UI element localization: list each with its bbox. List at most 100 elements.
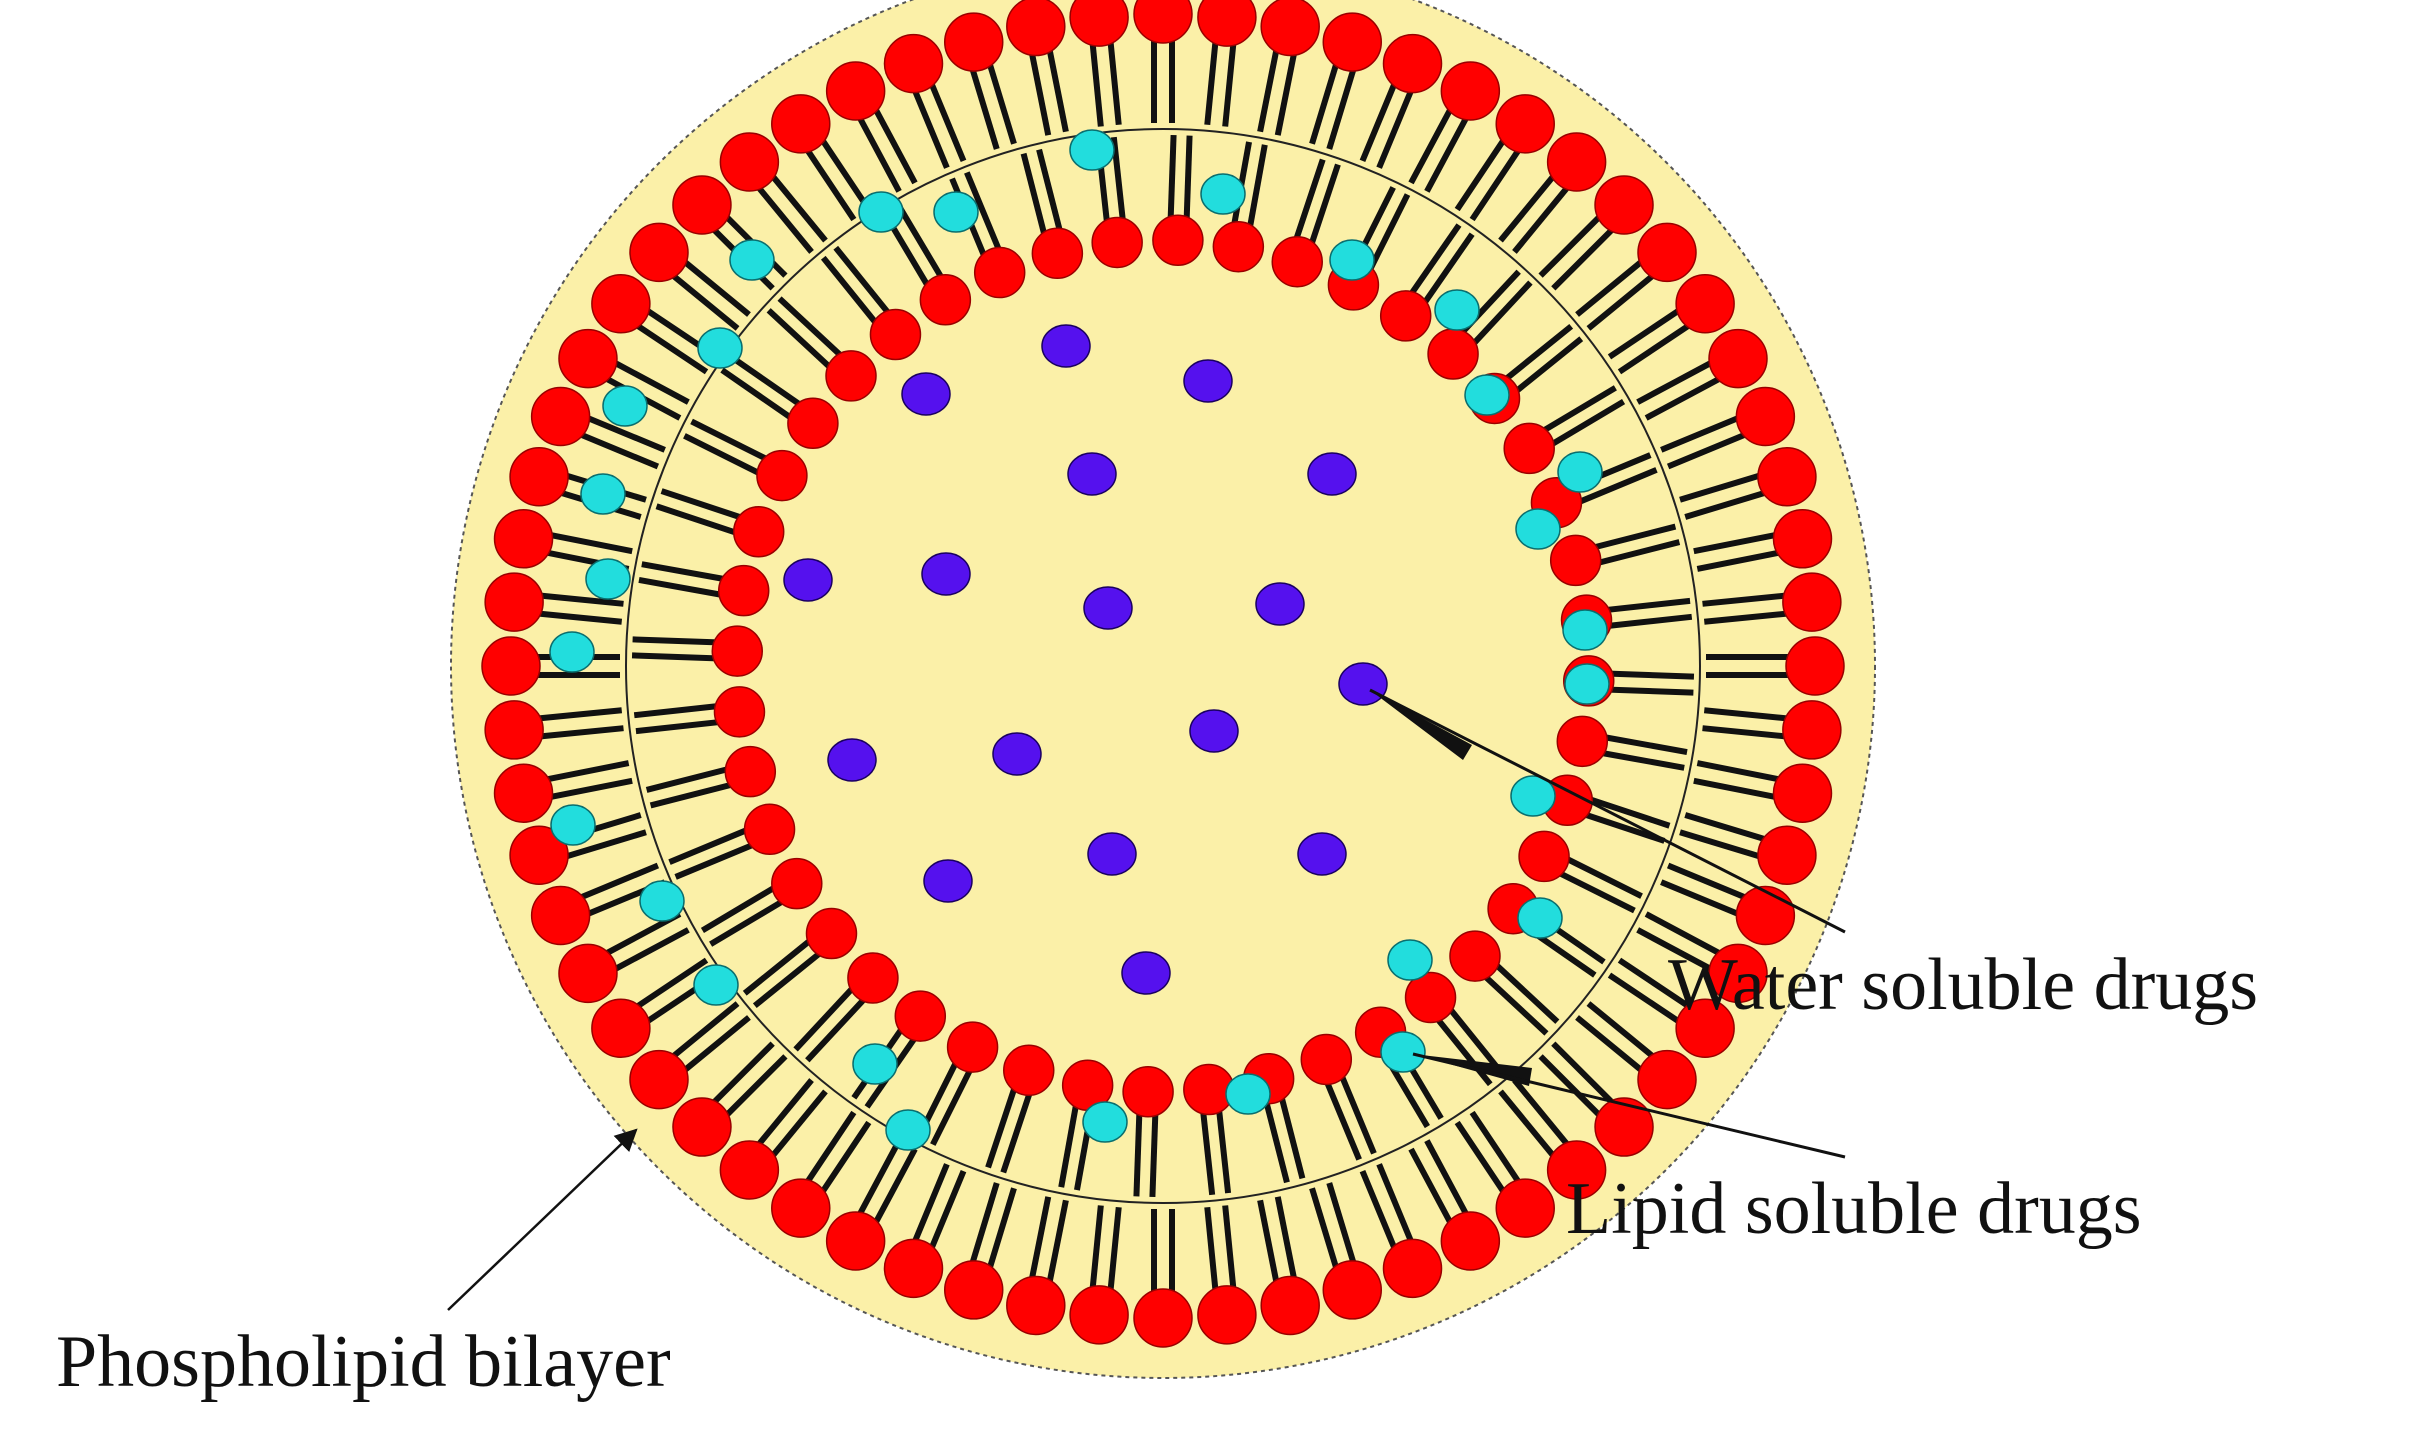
inner-tail-2-1 (1582, 811, 1666, 844)
lipid-soluble-drug-5 (1434, 289, 1480, 331)
lipid-soluble-drug-17 (1510, 775, 1556, 817)
phospholipid-head-outer-38 (591, 274, 651, 334)
lipid-soluble-drug-26 (1082, 1101, 1128, 1143)
water-soluble-drug-14 (1087, 832, 1137, 876)
inner-tail-26-1 (729, 354, 803, 408)
outer-tail-45-0 (968, 64, 1000, 150)
outer-tail-53-1 (1424, 113, 1471, 193)
outer-tail-41-0 (754, 182, 814, 254)
phospholipid-head-outer-17 (1069, 1285, 1129, 1345)
lipid-soluble-drug-12 (580, 473, 626, 515)
phospholipid-head-outer-3 (1757, 825, 1817, 886)
inner-tail-32-1 (1110, 136, 1126, 223)
lipid-soluble-drug-8 (1464, 374, 1510, 416)
inner-tail-27-0 (766, 308, 833, 371)
phospholipid-head-outer-39 (629, 222, 689, 283)
phospholipid-head-inner-24 (732, 506, 785, 558)
water-soluble-drug-10 (827, 738, 877, 782)
outer-tail-55-1 (1512, 182, 1572, 254)
water-soluble-drug-0 (1041, 324, 1091, 368)
inner-tail-43-0 (1605, 597, 1691, 614)
outer-tail-28-1 (576, 862, 660, 902)
outer-tail-25-0 (679, 1015, 751, 1075)
phospholipid-head-inner-26 (787, 397, 839, 450)
outer-tail-61-0 (1679, 471, 1765, 503)
phospholipid-head-outer-50 (1260, 0, 1320, 57)
phospholipid-head-inner-14 (946, 1021, 999, 1073)
inner-tail-33-0 (1167, 134, 1177, 221)
water-soluble-drugs-label: Water soluble drugs (1668, 944, 2259, 1026)
outer-tail-10-0 (1469, 1110, 1523, 1187)
outer-tail-33-0 (534, 610, 623, 625)
phospholipid-head-outer-25 (629, 1049, 689, 1110)
outer-tail-21-1 (855, 1139, 902, 1219)
outer-tail-58-1 (1617, 320, 1694, 375)
phospholipid-head-outer-10 (1495, 1178, 1555, 1238)
lipid-soluble-drug-14 (1562, 609, 1608, 651)
outer-tail-55-0 (1498, 171, 1559, 243)
inner-tail-24-0 (655, 503, 739, 536)
water-soluble-drug-1 (901, 372, 951, 416)
outer-tail-44-1 (927, 79, 967, 163)
outer-tail-57-0 (1575, 257, 1647, 317)
outer-tail-10-1 (1454, 1120, 1509, 1197)
outer-tail-9-1 (1498, 1089, 1559, 1161)
inner-tail-23-0 (638, 577, 724, 598)
phospholipid-head-inner-40 (1503, 422, 1555, 475)
outer-tail-4-1 (1660, 879, 1743, 919)
phospholipid-head-outer-6 (1675, 998, 1735, 1058)
phospholipid-head-outer-18 (1006, 1275, 1066, 1336)
phospholipid-head-outer-58 (1675, 274, 1735, 334)
outer-tail-51-0 (1309, 59, 1341, 145)
water-soluble-drug-11 (992, 732, 1042, 776)
inner-tail-13-0 (1000, 1090, 1033, 1174)
outer-tail-33-1 (536, 592, 624, 607)
inner-tail-16-0 (805, 996, 868, 1063)
inner-tail-38-1 (1470, 280, 1533, 347)
inner-tail-42-0 (1592, 523, 1677, 551)
outer-tail-12-1 (1359, 1169, 1399, 1253)
outer-tail-27-0 (610, 927, 690, 974)
outer-tail-22-1 (803, 1110, 857, 1187)
water-soluble-drug-12 (1189, 709, 1239, 753)
phospholipid-head-inner-13 (1003, 1044, 1055, 1097)
inner-tail-37-0 (1408, 223, 1462, 297)
phospholipid-head-outer-62 (1772, 509, 1833, 569)
phospholipid-head-outer-48 (1133, 0, 1193, 44)
lipid-soluble-drug-7 (697, 327, 743, 369)
phospholipid-head-outer-41 (719, 132, 780, 192)
inner-tail-11-1 (1133, 1111, 1143, 1197)
lipid-soluble-drug-10 (1557, 451, 1603, 493)
water-soluble-drug-16 (1121, 951, 1171, 995)
phospholipid-head-inner-1 (1556, 715, 1609, 768)
outer-tail-19-1 (968, 1182, 1000, 1268)
phospholipid-head-inner-35 (1271, 235, 1323, 288)
outer-tail-15-1 (1204, 1206, 1219, 1295)
phospholipid-head-outer-42 (771, 94, 831, 154)
inner-tail-39-1 (1513, 336, 1584, 395)
outer-tail-47-0 (1089, 39, 1104, 127)
outer-tail-23-0 (767, 1089, 828, 1161)
inner-tail-10-0 (1215, 1108, 1232, 1194)
phospholipid-head-outer-45 (943, 12, 1004, 72)
inner-tail-20-0 (649, 781, 734, 809)
outer-tail-30-0 (546, 777, 633, 801)
outer-tail-7-1 (1575, 1015, 1647, 1075)
phospholipid-pointer-arrow (447, 1128, 638, 1311)
inner-tail-19-0 (674, 841, 756, 880)
outer-tail-17-1 (1089, 1205, 1104, 1293)
phospholipid-head-inner-16 (847, 952, 899, 1004)
outer-tail-59-0 (1636, 358, 1716, 405)
lipid-soluble-drug-1 (1200, 173, 1246, 215)
inner-tail-21-0 (635, 718, 721, 735)
lipid-soluble-drug-6 (729, 239, 775, 281)
phospholipid-head-outer-31 (484, 700, 544, 760)
lipid-soluble-drug-23 (1380, 1031, 1426, 1073)
inner-tail-17-0 (752, 949, 823, 1009)
phospholipid-head-inner-3 (1518, 830, 1570, 883)
lipid-soluble-drug-18 (1517, 897, 1563, 939)
lipid-soluble-drugs-label: Lipid soluble drugs (1566, 1168, 2142, 1250)
outer-tail-24-1 (709, 1041, 775, 1108)
phospholipid-head-inner-15 (894, 990, 947, 1042)
